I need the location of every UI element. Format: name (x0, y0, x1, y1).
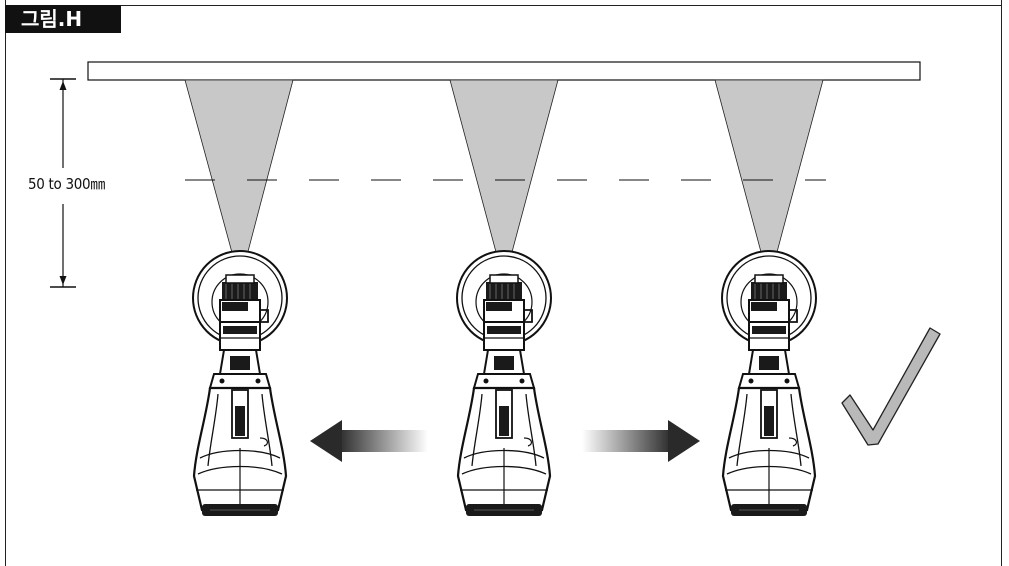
dimension-arrow-up-icon (59, 81, 67, 90)
dimension-arrow-down-icon (59, 276, 67, 285)
spray-gun-right-icon (720, 249, 818, 518)
frame-top-border (120, 5, 1002, 6)
figure-frame (5, 0, 1002, 566)
distance-label: 50 to 300㎜ (28, 175, 106, 193)
spray-cone-right (714, 79, 824, 284)
spray-cone-center (449, 79, 559, 284)
arrow-left-icon (310, 420, 428, 462)
ceiling-panel (87, 61, 921, 81)
spray-gun-center-icon (455, 249, 553, 518)
spray-gun-left-icon (191, 249, 289, 518)
check-mark-icon (841, 327, 941, 446)
figure-title: 그림.H (5, 5, 121, 33)
arrow-right-icon (582, 420, 700, 462)
spray-cone-left (184, 79, 294, 284)
